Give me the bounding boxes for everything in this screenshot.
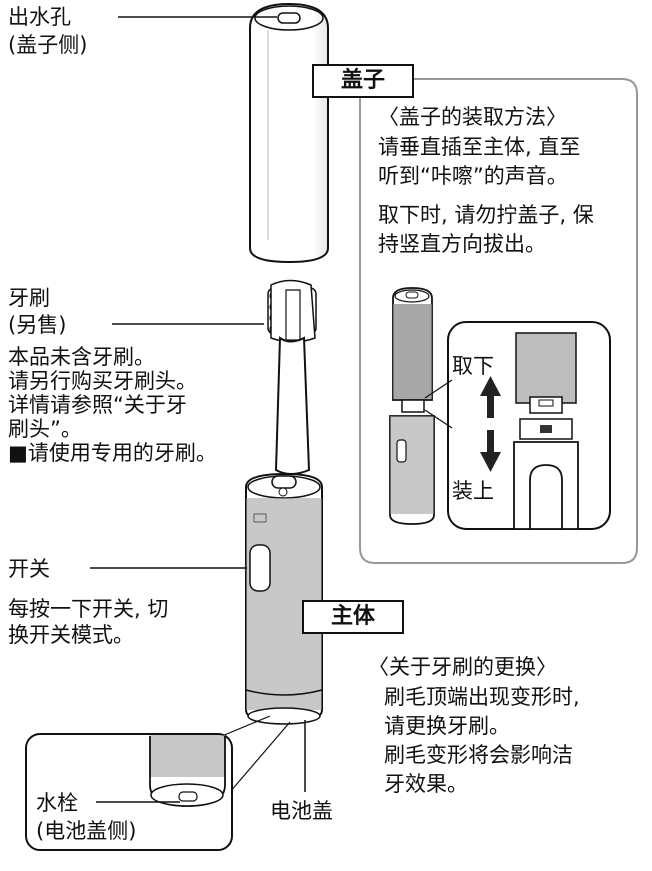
remove-label: 取下	[452, 354, 494, 378]
replace-text-line: 刷毛变形将会影响洁	[384, 743, 573, 767]
cap-text-line: 持竖直方向拔出。	[378, 232, 546, 256]
outlet-sublabel: (盖子侧)	[8, 33, 88, 57]
brush-note: 详情请参照“关于牙	[8, 393, 187, 417]
replace-text-line: 刷毛顶端出现变形时,	[384, 685, 580, 709]
cap-text-line: 取下时, 请勿拧盖子, 保	[378, 203, 594, 227]
brush-sublabel: (另售)	[8, 313, 67, 337]
outlet-label: 出水孔	[8, 5, 71, 29]
switch-button	[249, 544, 271, 592]
battery-cover-label: 电池盖	[270, 799, 333, 823]
switch-label: 开关	[8, 557, 50, 581]
brush-note: 请另行购买牙刷头。	[8, 369, 197, 393]
cap-title: 盖子	[312, 64, 414, 98]
switch-note: 换开关模式。	[8, 623, 134, 647]
cap-attach-inset	[389, 287, 435, 525]
replace-heading: 〈关于牙刷的更换〉	[368, 655, 557, 679]
brush-note-warning: ■请使用专用的牙刷。	[8, 441, 217, 465]
brush-note: 刷头”。	[8, 417, 82, 441]
zoom-detail	[447, 321, 611, 530]
brush-head-illustration	[267, 279, 317, 475]
main-body-illustration	[245, 472, 323, 725]
cap-text-line: 请垂直插至主体, 直至	[378, 135, 581, 159]
replace-text-line: 牙效果。	[384, 772, 468, 796]
outlet-hole	[277, 12, 301, 24]
brush-note: 本品未含牙刷。	[8, 345, 155, 369]
arrow-down-icon	[480, 430, 501, 472]
replace-text-line: 请更换牙刷。	[384, 714, 510, 738]
cap-howto-heading: 〈盖子的装取方法〉	[378, 105, 567, 129]
brush-label: 牙刷	[8, 286, 50, 310]
plug-sublabel: (电池盖侧)	[36, 819, 137, 843]
cap-illustration	[249, 2, 329, 264]
plug-label: 水栓	[36, 791, 78, 815]
bottom-plug-inset	[25, 733, 233, 851]
cap-text-line: 听到“咔嚓”的声音。	[378, 164, 568, 188]
switch-note: 每按一下开关, 切	[8, 597, 169, 621]
arrow-up-icon	[480, 376, 501, 418]
body-title: 主体	[302, 600, 404, 634]
attach-label: 装上	[452, 479, 494, 503]
